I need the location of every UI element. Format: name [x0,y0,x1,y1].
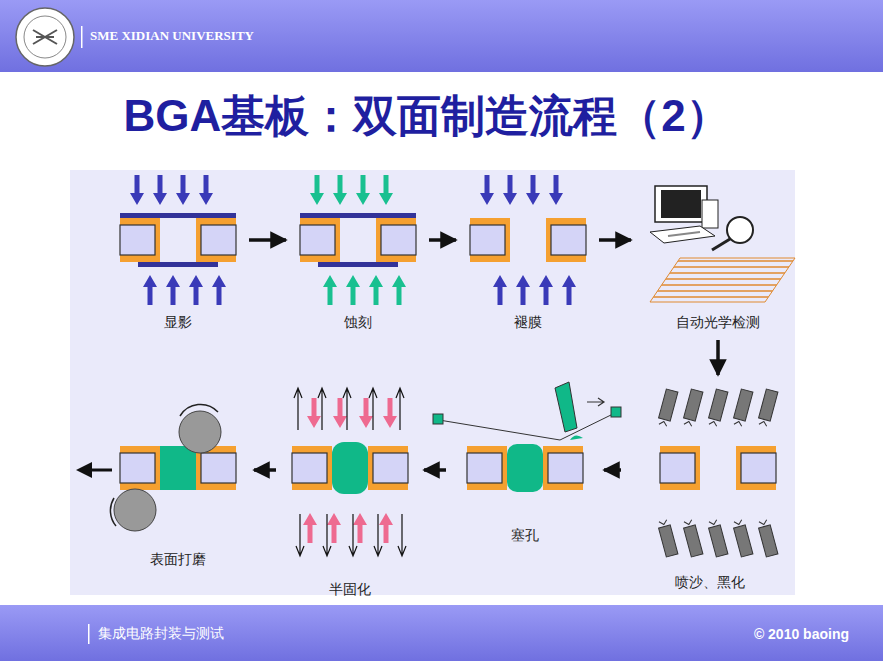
flow-arrow [604,468,621,472]
flow-arrow [249,238,286,242]
exit-arrow [76,462,112,478]
strip-figure [470,175,586,305]
grind-figure [110,404,236,531]
process-step: 塞孔 [451,380,599,548]
footer-band [0,605,883,661]
copyright-note: © 2010 baoing [754,626,849,643]
process-step: 显影 [111,175,244,335]
cure-figure [292,388,408,556]
step-caption: 塞孔 [451,527,599,544]
header-band [0,0,883,72]
etch-figure [300,175,416,305]
step-caption: 表面打磨 [106,551,249,568]
step-caption: 褪膜 [461,314,594,331]
flow-arrow [599,238,631,242]
slide-title: BGA基板：双面制造流程（2） [0,92,853,140]
step-caption: 喷沙、黑化 [626,574,794,591]
step-caption: 自动光学检测 [636,314,799,331]
divider [81,26,83,48]
process-step: 自动光学检测 [636,180,799,335]
process-step: 褪膜 [461,175,594,335]
process-step: 喷沙、黑化 [626,380,794,595]
step-caption: 半固化 [281,581,419,598]
plug-figure [433,382,621,492]
aoi-figure [650,186,795,302]
course-name: 集成电路封装与测试 [98,625,224,642]
blast-figure [657,389,778,557]
divider [88,624,90,644]
flow-arrow [424,468,446,472]
flow-arrow [254,468,276,472]
process-step: 表面打磨 [106,400,249,572]
develop-figure [120,175,236,305]
step-caption: 蚀刻 [291,314,424,331]
step-caption: 显影 [111,314,244,331]
process-step: 蚀刻 [291,175,424,335]
figure-panel [70,170,795,595]
university-logo [16,8,74,66]
flow-arrow [716,340,720,375]
university-name: SME XIDIAN UNIVERSITY [90,28,254,44]
process-step: 半固化 [281,370,419,602]
flow-arrow [429,238,456,242]
